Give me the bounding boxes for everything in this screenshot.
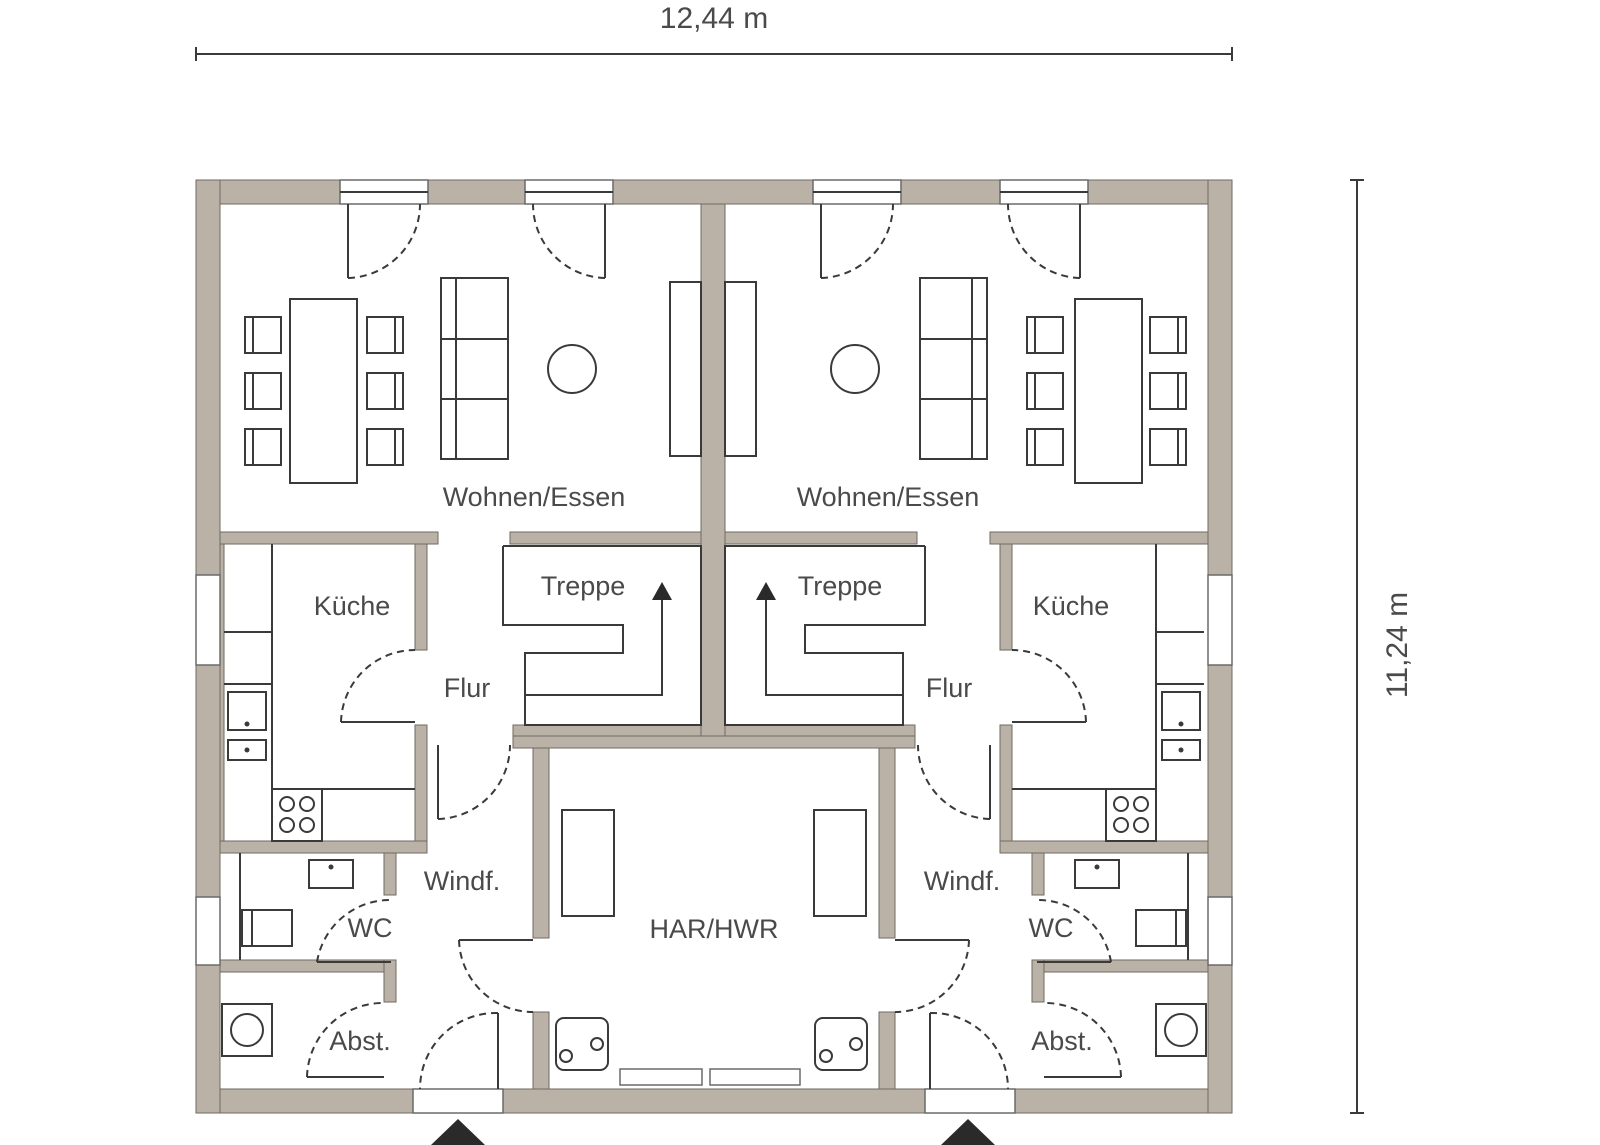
room-label-left-living: Wohnen/Essen (443, 482, 626, 512)
stairs-right (724, 545, 926, 726)
furniture-left-living (244, 277, 702, 484)
kitchen-right-fixtures (1012, 544, 1204, 842)
room-label-left-stairs: Treppe (541, 571, 626, 601)
room-label-right-vestibule: Windf. (924, 866, 1001, 896)
room-label-right-stairs: Treppe (798, 571, 883, 601)
height-dimension: 11,24 m (1350, 179, 1414, 1114)
storage-fixtures (221, 1003, 1207, 1057)
room-label-left-wc: WC (348, 913, 393, 943)
width-dimension: 12,44 m (195, 2, 1233, 61)
wc-left-fixtures (239, 853, 354, 960)
room-label-right-living: Wohnen/Essen (797, 482, 980, 512)
stairs-left (502, 545, 702, 726)
room-label-right-kitchen: Küche (1033, 591, 1110, 621)
walls (195, 179, 1233, 1114)
utility-fixtures (555, 809, 868, 1071)
kitchen-left-fixtures (224, 544, 415, 842)
windows (195, 179, 1233, 1114)
room-label-left-storage: Abst. (329, 1026, 391, 1056)
height-label: 11,24 m (1381, 592, 1414, 698)
exterior-wall-bottom (195, 1088, 1233, 1114)
entrance-arrow-right (941, 1119, 995, 1145)
room-label-left-hall: Flur (444, 673, 491, 703)
room-label-left-vestibule: Windf. (424, 866, 501, 896)
room-label-utility: HAR/HWR (650, 914, 779, 944)
room-label-right-wc: WC (1029, 913, 1074, 943)
entrance-arrow-left (431, 1119, 485, 1145)
door-swings (306, 203, 1122, 1090)
room-label-right-hall: Flur (926, 673, 973, 703)
room-label-right-storage: Abst. (1031, 1026, 1093, 1056)
furniture-right-living (724, 277, 1187, 484)
width-label: 12,44 m (660, 2, 768, 35)
wc-right-fixtures (1074, 853, 1189, 960)
party-wall (700, 203, 726, 737)
room-label-left-kitchen: Küche (314, 591, 391, 621)
